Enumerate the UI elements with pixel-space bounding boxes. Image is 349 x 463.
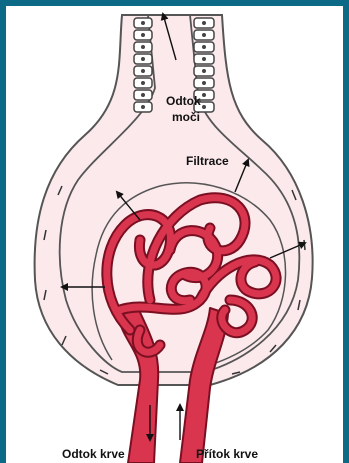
cell-nucleus xyxy=(141,21,145,25)
cell-nucleus xyxy=(141,45,145,49)
filtration-label: Filtrace xyxy=(186,154,229,168)
diagram-frame: Odtok moči Filtrace Odtok krve Přítok kr… xyxy=(6,6,343,463)
cell-nucleus xyxy=(202,69,206,73)
cell-nucleus xyxy=(202,45,206,49)
glomerulus-diagram: Odtok moči Filtrace Odtok krve Přítok kr… xyxy=(6,6,343,463)
cell-nucleus xyxy=(141,105,145,109)
cell-nucleus xyxy=(141,57,145,61)
cell-nucleus xyxy=(202,33,206,37)
cell-nucleus xyxy=(202,93,206,97)
urine-outflow-label-line2: moči xyxy=(172,110,200,124)
cell-nucleus xyxy=(202,21,206,25)
capsule-outer-wall xyxy=(35,15,313,385)
cell-nucleus xyxy=(141,81,145,85)
wall-nucleus-dash xyxy=(304,240,305,250)
blood-inflow-label: Přítok krve xyxy=(196,447,258,461)
cell-nucleus xyxy=(202,57,206,61)
cell-nucleus xyxy=(202,81,206,85)
cell-nucleus xyxy=(141,69,145,73)
urine-outflow-label-line1: Odtok xyxy=(166,94,201,108)
cell-nucleus xyxy=(141,33,145,37)
cell-nucleus xyxy=(202,105,206,109)
cell-nucleus xyxy=(141,93,145,97)
blood-outflow-label: Odtok krve xyxy=(62,447,125,461)
